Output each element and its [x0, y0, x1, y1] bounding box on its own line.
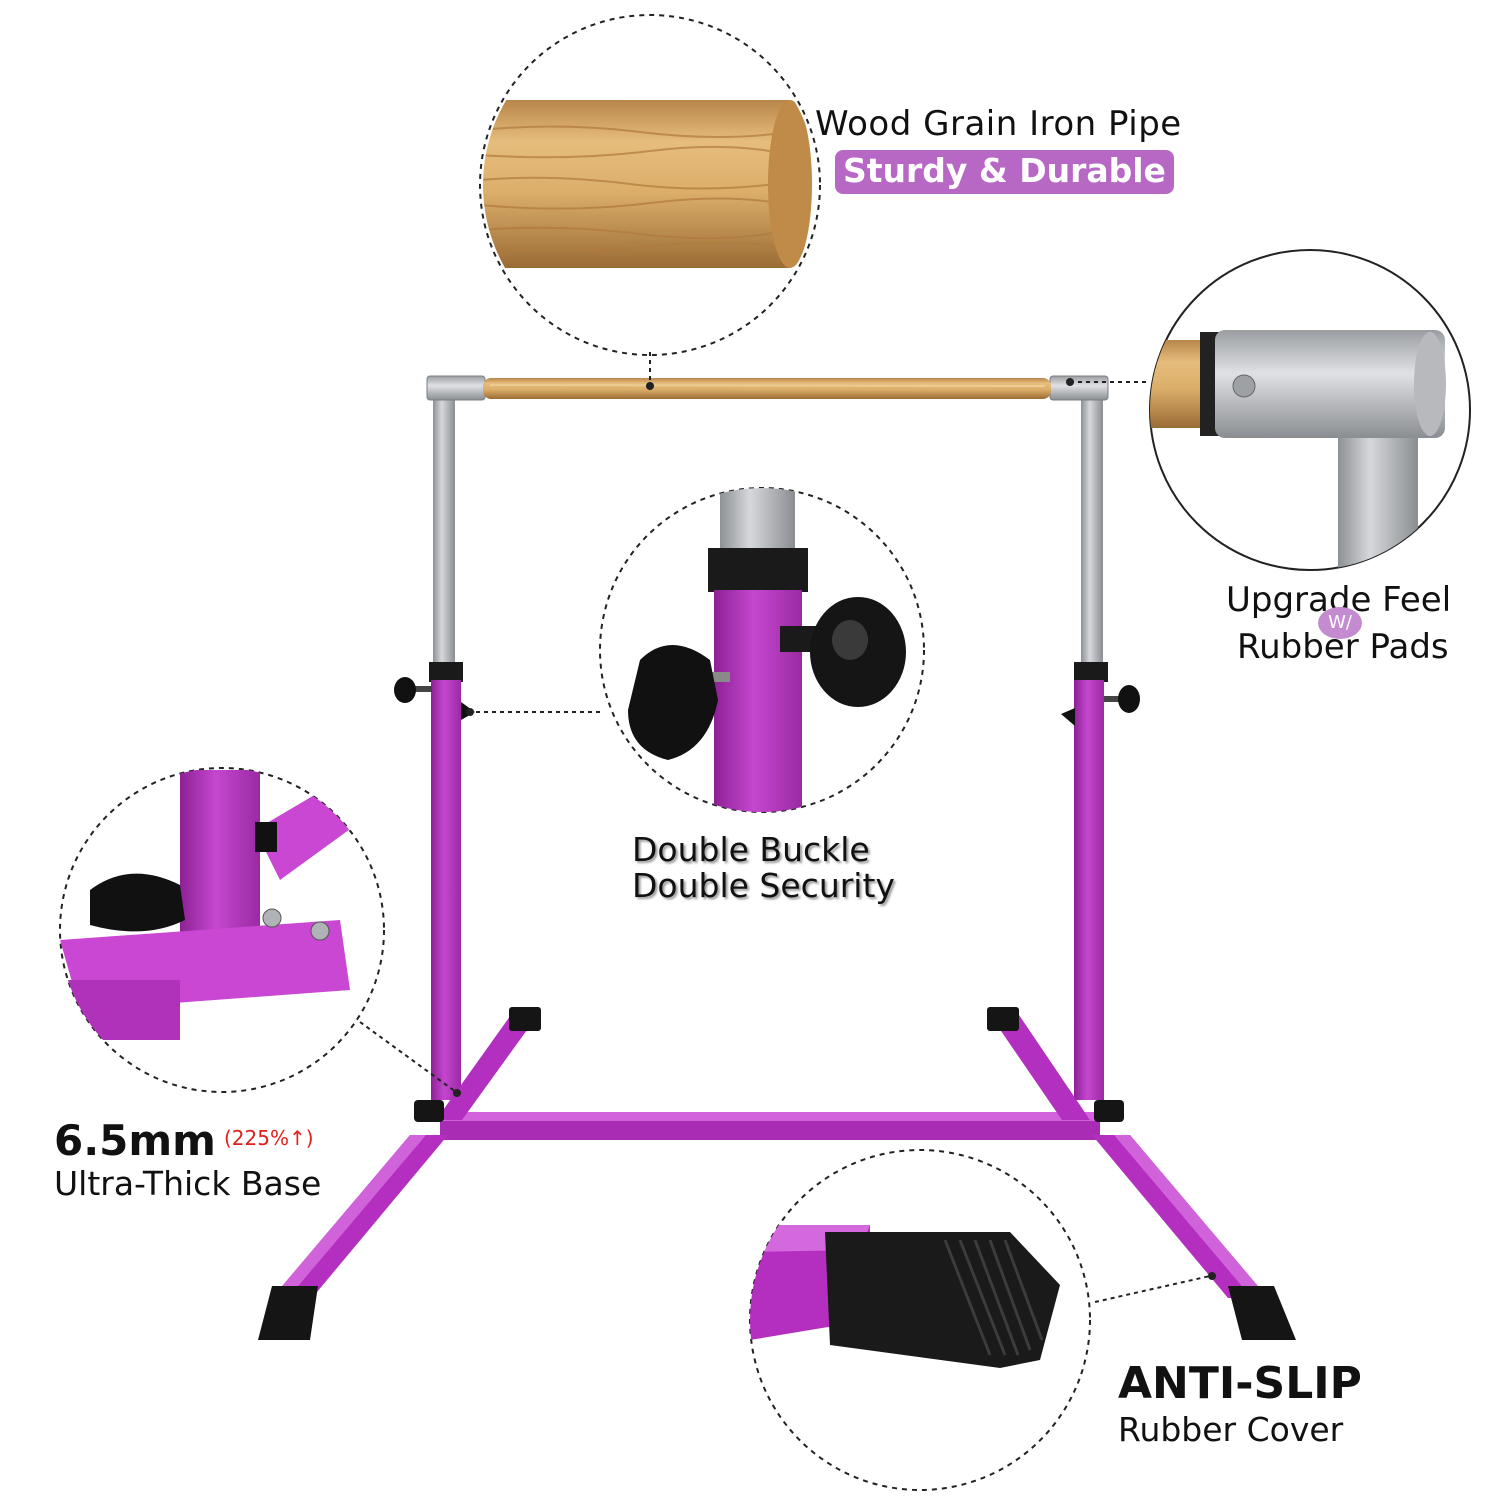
anti-slip-callout	[749, 1149, 1216, 1491]
base-thickness: 6.5mm	[54, 1116, 216, 1165]
right-foot-back	[988, 1012, 1090, 1120]
wood-pipe-badge: Sturdy & Durable	[835, 150, 1174, 194]
anti-slip-caption: Rubber Cover	[1118, 1410, 1344, 1449]
wood-pipe-title: Wood Grain Iron Pipe	[815, 104, 1182, 144]
buckle-line2: Double Security	[632, 866, 895, 905]
left-steel-post	[433, 395, 455, 665]
left-corner-cap	[426, 375, 486, 401]
rubber-pads-connector: W/	[1318, 607, 1362, 639]
base-increase: (225%↑)	[224, 1126, 314, 1150]
thick-base-callout	[59, 767, 461, 1097]
bar-frame	[258, 375, 1296, 1340]
rubber-pads-line2: Rubber Pads	[1237, 627, 1449, 667]
rubber-pad-callout	[1066, 249, 1471, 571]
wood-rail	[483, 378, 1051, 399]
foot-cap-front-left-icon	[258, 1286, 318, 1340]
left-collar	[429, 662, 463, 682]
right-knob-icon	[1061, 685, 1140, 726]
base-caption: Ultra-Thick Base	[54, 1164, 322, 1203]
right-upright	[1074, 680, 1104, 1100]
left-foot-back	[436, 1012, 540, 1120]
double-buckle-callout	[466, 487, 925, 813]
foot-cap-back-right-icon	[987, 1007, 1019, 1031]
anti-slip-title: ANTI-SLIP	[1118, 1358, 1362, 1409]
foot-cap-back-left-icon	[509, 1007, 541, 1031]
right-steel-post	[1081, 395, 1103, 665]
left-upright	[431, 680, 461, 1100]
foot-cap-front-right-icon	[1228, 1286, 1296, 1340]
wood-pipe-callout	[479, 14, 821, 390]
right-corner-cap	[1049, 375, 1109, 401]
buckle-line1: Double Buckle	[632, 830, 870, 869]
right-collar	[1074, 662, 1108, 682]
